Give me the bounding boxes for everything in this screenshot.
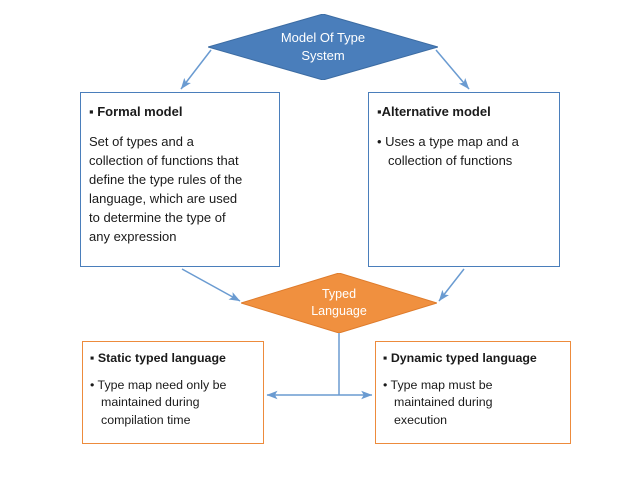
box-formal-model-line-5: to determine the type of [89,209,226,225]
box-formal-model-body: ▪ Formal model Set of types and a collec… [81,93,279,253]
node-typed-language[interactable]: Typed Language [241,273,437,333]
box-alternative-model-bullet-continuation: collection of functions [388,152,513,168]
box-static-typed-language-bullet-continuation-1: maintained during [101,395,200,410]
spacer [90,368,257,377]
box-dynamic-typed-language[interactable]: ▪ Dynamic typed language • Type map must… [375,341,571,444]
connector-alternative-model-to-typed-language [438,268,465,302]
box-formal-model-line-3: define the type rules of the [89,171,243,187]
box-static-typed-language[interactable]: ▪ Static typed language • Type map need … [82,341,264,444]
spacer [89,122,271,133]
connector-formal-model-to-typed-language [181,268,241,302]
box-static-typed-language-bullet: • Type map need only be [90,377,227,392]
box-formal-model-line-2: collection of functions that [89,152,239,168]
box-formal-model-line-6: any expression [89,228,177,244]
box-dynamic-typed-language-heading: ▪ Dynamic typed language [383,351,537,365]
box-alternative-model[interactable]: ▪Alternative model • Uses a type map and… [368,92,560,267]
box-dynamic-typed-language-body: ▪ Dynamic typed language • Type map must… [376,342,570,433]
connector-root-to-formal-model [180,49,212,90]
box-static-typed-language-heading: ▪ Static typed language [90,351,226,365]
node-label: Typed Language [311,287,367,318]
diamond-shape-blue [208,14,438,80]
connector-root-to-alternative-model [435,49,470,90]
box-static-typed-language-body: ▪ Static typed language • Type map need … [83,342,263,433]
node-model-of-type-system[interactable]: Model Of Type System [208,14,438,80]
spacer [377,122,551,133]
box-alternative-model-heading: ▪Alternative model [377,104,491,119]
box-dynamic-typed-language-bullet-continuation-1: maintained during [394,395,493,410]
box-dynamic-typed-language-bullet: • Type map must be [383,377,493,392]
box-static-typed-language-bullet-continuation-2: compilation time [101,412,191,427]
box-formal-model-line-1: Set of types and a [89,133,194,149]
box-dynamic-typed-language-bullet-continuation-2: execution [394,412,448,427]
spacer [383,368,564,377]
box-formal-model[interactable]: ▪ Formal model Set of types and a collec… [80,92,280,267]
diamond-shape-orange [241,273,437,333]
node-label: Model Of Type System [280,30,366,63]
box-formal-model-line-4: language, which are used [89,190,238,206]
box-formal-model-heading: ▪ Formal model [89,104,183,119]
box-alternative-model-body: ▪Alternative model • Uses a type map and… [369,93,559,177]
box-alternative-model-bullet: • Uses a type map and a [377,133,519,149]
